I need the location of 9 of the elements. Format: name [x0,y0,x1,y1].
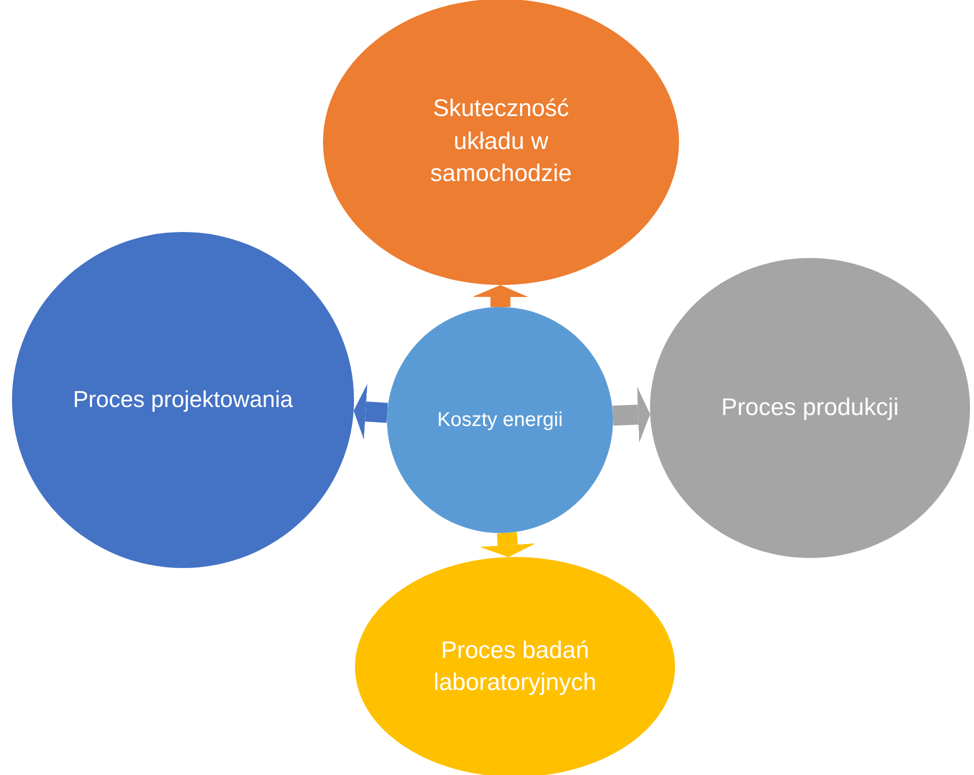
block-arrow [472,285,528,308]
node-label: Proces produkcji [721,392,899,423]
node-label: Skuteczność układu w samochodzie [429,94,573,190]
node-label: Koszty energii [437,408,563,432]
block-arrow [354,384,388,440]
block-arrow [612,386,650,443]
node-label: Proces badań laboratoryjnych [432,636,598,698]
node-label: Proces projektowania [73,385,293,414]
block-arrow [480,532,536,558]
